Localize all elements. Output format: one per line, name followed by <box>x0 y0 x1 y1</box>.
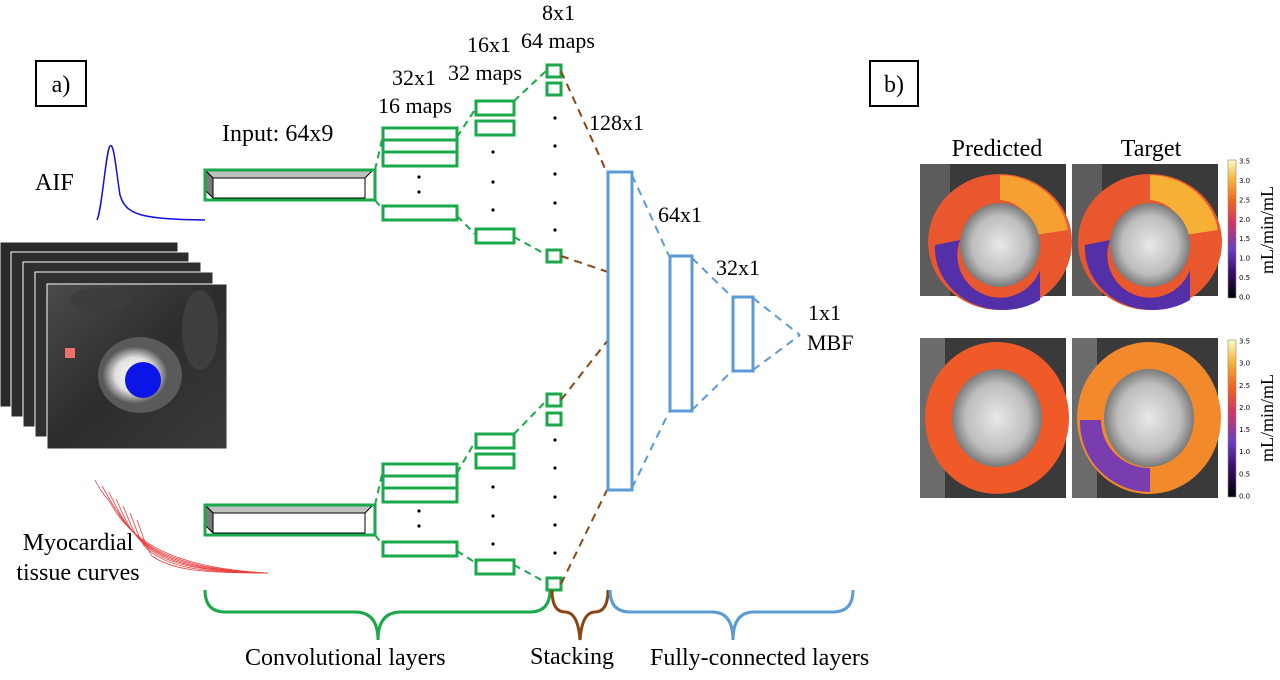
colorbar-top-unit: mL/min/mL <box>1257 186 1277 274</box>
conv1-size-label: 32x1 <box>392 65 436 90</box>
conv-brace <box>203 589 552 641</box>
colorbar-bottom-unit: mL/min/mL <box>1257 374 1277 462</box>
fc2-label: 64x1 <box>658 202 702 227</box>
colorbar-tick-label: 3.0 <box>1239 177 1250 185</box>
aif-curve <box>96 145 206 221</box>
colorbar-tick-label: 0.5 <box>1239 470 1250 478</box>
fc-section-label: Fully-connected layers <box>650 645 869 671</box>
colorbar-tick-label: 0.0 <box>1239 493 1250 501</box>
fc3-label: 32x1 <box>716 255 760 280</box>
colorbar-top-ticks: 3.5 3.0 2.5 2.0 1.5 1.0 0.5 0.0 <box>1239 158 1250 302</box>
target-label: Target <box>1121 136 1182 162</box>
colorbar-tick-label: 1.0 <box>1239 448 1250 456</box>
colorbar-tick-label: 2.0 <box>1239 216 1250 224</box>
colorbar-bottom <box>1227 339 1237 498</box>
fc-brace <box>608 589 855 641</box>
colorbar-tick-label: 2.5 <box>1239 196 1250 204</box>
stacking-section-label: Stacking <box>530 644 614 670</box>
panel-b-label: b) <box>869 60 919 107</box>
colorbar-tick-label: 3.5 <box>1239 338 1250 346</box>
conv3-maps-label: 64 maps <box>521 28 595 53</box>
colorbar-bottom-ticks: 3.5 3.0 2.5 2.0 1.5 1.0 0.5 0.0 <box>1239 338 1250 501</box>
stacking-brace <box>550 589 610 641</box>
aif-label: AIF <box>35 170 74 196</box>
predicted-label: Predicted <box>952 136 1043 162</box>
myocardial-tissue-curves <box>94 479 269 574</box>
blood-pool-roi-marker <box>125 362 161 398</box>
colorbar-tick-label: 0.5 <box>1239 274 1250 282</box>
map-target-bottom <box>1072 338 1221 498</box>
map-predicted-bottom <box>920 338 1069 498</box>
input-block-top <box>203 168 377 202</box>
colorbar-tick-label: 1.5 <box>1239 235 1250 243</box>
input-label: Input: 64x9 <box>222 121 333 147</box>
fc-layers <box>606 170 801 492</box>
conv-branch-bottom <box>374 392 563 592</box>
conv2-size-label: 16x1 <box>467 32 511 57</box>
mri-image-stack <box>0 241 228 450</box>
stacking-connections <box>560 70 609 585</box>
tissue-roi-marker <box>65 348 75 358</box>
panel-a-label: a) <box>35 60 87 107</box>
input-block-bottom <box>203 503 377 537</box>
colorbar-tick-label: 3.5 <box>1239 158 1250 166</box>
fc1-label: 128x1 <box>589 110 644 135</box>
tissue-label-2: tissue curves <box>16 560 139 586</box>
map-target-top <box>1072 164 1222 311</box>
colorbar-tick-label: 2.0 <box>1239 404 1250 412</box>
conv-branch-top <box>374 63 563 264</box>
colorbar-tick-label: 1.0 <box>1239 255 1250 263</box>
map-predicted-top <box>920 164 1072 311</box>
svg-text:a): a) <box>52 72 71 98</box>
conv2-maps-label: 32 maps <box>448 60 522 85</box>
output-size-label: 1x1 <box>808 300 841 325</box>
conv1-maps-label: 16 maps <box>378 93 452 118</box>
colorbar-tick-label: 1.5 <box>1239 426 1250 434</box>
colorbar-top <box>1227 159 1237 299</box>
tissue-label-1: Myocardial <box>23 530 134 556</box>
conv-section-label: Convolutional layers <box>245 645 446 671</box>
colorbar-tick-label: 0.0 <box>1239 294 1250 302</box>
output-name-label: MBF <box>807 330 853 355</box>
conv3-size-label: 8x1 <box>542 0 575 25</box>
svg-text:b): b) <box>884 72 904 98</box>
ellipsis-dots <box>417 116 557 555</box>
colorbar-tick-label: 3.0 <box>1239 360 1250 368</box>
colorbar-tick-label: 2.5 <box>1239 382 1250 390</box>
